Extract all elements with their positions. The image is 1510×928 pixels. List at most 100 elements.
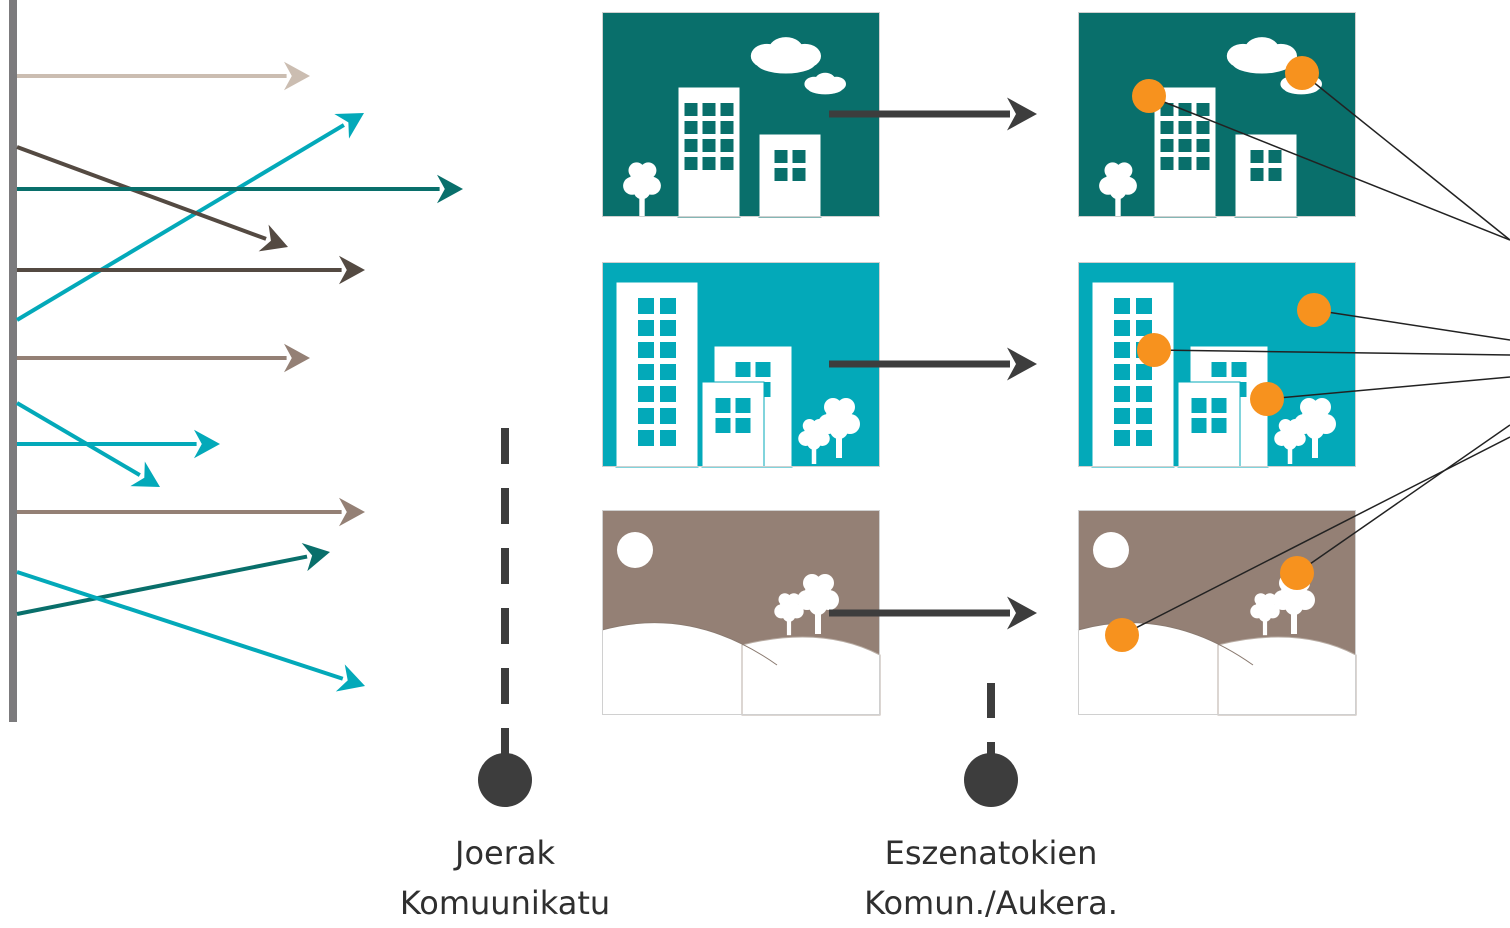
arrow-head xyxy=(194,429,220,459)
building-body xyxy=(1234,133,1298,218)
building-window xyxy=(660,298,676,314)
milestone-dot xyxy=(964,753,1018,807)
building-window xyxy=(735,362,751,377)
building-window xyxy=(1160,139,1174,152)
marker-dot-3 xyxy=(1297,293,1331,327)
building-window xyxy=(1114,298,1130,314)
building-window xyxy=(1191,398,1207,413)
arrow-shaft xyxy=(16,145,267,241)
building-front xyxy=(1177,381,1241,468)
building-window xyxy=(735,398,751,413)
building-window xyxy=(1211,398,1227,413)
building-window xyxy=(684,103,698,116)
building-short xyxy=(758,133,822,218)
tree-crown xyxy=(1254,593,1268,606)
building-window xyxy=(715,418,731,433)
building-window xyxy=(1268,150,1282,163)
trend-arrow-10 xyxy=(16,543,330,616)
milestone-label-1-line2: Komuunikatu xyxy=(399,884,611,922)
marker-dot-6 xyxy=(1280,556,1314,590)
milestone-eszenatokien xyxy=(964,683,1018,807)
building-window xyxy=(1114,386,1130,402)
tree-crown xyxy=(824,398,842,416)
arrow-head xyxy=(284,343,310,373)
tree-trunk xyxy=(1287,437,1293,464)
milestone-label-2-line2: Komun./Aukera. xyxy=(864,884,1118,922)
building-window xyxy=(720,103,734,116)
tree-crown xyxy=(782,609,796,622)
marker-line-1 xyxy=(1148,95,1510,241)
tree-trunk xyxy=(1115,184,1121,217)
building-window xyxy=(720,121,734,134)
building-window xyxy=(1178,157,1192,170)
scene-countryside-scenarios xyxy=(1077,510,1357,716)
tree-crown xyxy=(787,593,801,606)
building-window xyxy=(1231,362,1247,377)
building-body xyxy=(615,281,699,468)
building-body xyxy=(1177,381,1241,468)
tree-crown xyxy=(1285,597,1303,615)
hill-edge xyxy=(601,622,778,666)
building-window xyxy=(1196,157,1210,170)
arrow-head xyxy=(339,497,365,527)
cloud-puff xyxy=(756,51,816,74)
building-window xyxy=(792,150,806,163)
building-window xyxy=(638,298,654,314)
scenario-markers xyxy=(1105,56,1510,652)
scene-column-scenarios xyxy=(1077,12,1357,716)
tree-crown xyxy=(640,162,657,179)
building-window xyxy=(1114,408,1130,424)
tree-crown xyxy=(812,419,826,433)
cloud-puff xyxy=(1232,51,1292,74)
trend-arrow-9 xyxy=(17,497,365,527)
building-window xyxy=(1160,157,1174,170)
milestone-dot xyxy=(478,753,532,807)
milestone-joerak xyxy=(478,428,532,807)
tree-crown xyxy=(802,419,817,433)
building-window xyxy=(638,386,654,402)
tree-crown xyxy=(1313,398,1331,416)
building-window xyxy=(715,398,731,413)
marker-dot-1 xyxy=(1132,79,1166,113)
arrow-head xyxy=(301,543,330,572)
arrow-shaft xyxy=(15,123,345,322)
building-window xyxy=(1191,418,1207,433)
tree-large xyxy=(797,574,839,634)
trend-arrow-11 xyxy=(16,570,365,692)
building-window xyxy=(1196,139,1210,152)
building-window xyxy=(638,320,654,336)
arrow-head xyxy=(334,113,364,139)
trend-arrow-4 xyxy=(17,174,463,204)
building-window xyxy=(660,408,676,424)
building-window xyxy=(1178,139,1192,152)
tree xyxy=(623,162,661,217)
tree-crown xyxy=(628,162,645,179)
building-window xyxy=(1136,430,1152,446)
scene-city-cyan-trends xyxy=(602,262,880,468)
tree-crown xyxy=(830,421,848,439)
hill-right xyxy=(741,636,881,716)
marker-line-6 xyxy=(1296,424,1510,574)
building-window xyxy=(1136,386,1152,402)
building-window xyxy=(1250,150,1264,163)
tree-crown xyxy=(837,398,855,416)
trend-arrow-3 xyxy=(16,145,288,252)
arrow-head xyxy=(130,461,160,487)
trend-arrows xyxy=(15,61,463,692)
building-window xyxy=(720,139,734,152)
arrow-shaft xyxy=(15,401,141,477)
marker-line-7 xyxy=(1121,436,1510,636)
tree-small xyxy=(1274,419,1306,464)
tree-crown xyxy=(1104,162,1121,179)
arrow-head xyxy=(339,255,365,285)
building-window xyxy=(1136,298,1152,314)
building-window xyxy=(755,362,771,377)
building-window xyxy=(720,157,734,170)
tree-trunk xyxy=(815,598,821,634)
cloud-large xyxy=(750,37,821,74)
marker-dot-5 xyxy=(1250,382,1284,416)
building-front xyxy=(701,381,765,468)
marker-dot-4 xyxy=(1137,333,1171,367)
tree-crown xyxy=(1278,419,1293,433)
building-window xyxy=(735,418,751,433)
